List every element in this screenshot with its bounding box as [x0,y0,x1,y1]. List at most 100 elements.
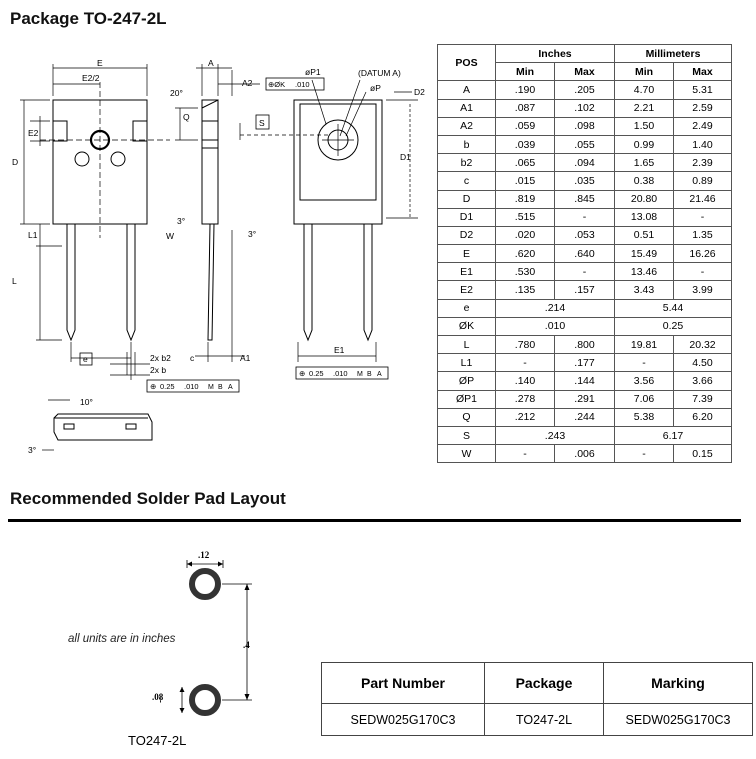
cell-package: TO247-2L [484,703,604,736]
cell-in-max: .102 [554,98,615,118]
solder-dim-width: .12 [198,550,210,560]
cell-pos: e [437,298,496,318]
cell-mm-min: 13.46 [614,262,674,282]
header-part-number: Part Number [321,662,485,704]
label-A: A [208,58,214,68]
label-E: E [97,58,103,68]
part-table-row: SEDW025G170C3 TO247-2L SEDW025G170C3 [321,703,753,736]
cell-mm-max: 6.20 [673,407,732,427]
cell-in-min: .020 [495,225,555,246]
cell-in-min: .140 [495,371,555,391]
cell-part-number: SEDW025G170C3 [321,703,485,736]
cell-mm-min: 1.50 [614,116,674,136]
label-D1: D1 [400,152,411,162]
table-header-row: POS Inches Millimeters [437,43,732,82]
solder-dim-hole-label: .08 [152,692,164,702]
cell-in-value: .214 [495,298,615,318]
cell-in-max: - [554,207,615,227]
label-W: W [166,231,174,241]
cell-mm-max: 0.89 [673,171,732,191]
cell-in-max: .053 [554,225,615,246]
fcf-back-symbol: ⊕ [299,369,305,378]
cell-mm-max: - [673,207,732,227]
table-row: L1-.177-4.50 [437,353,732,373]
cell-in-min: .212 [495,407,555,427]
cell-pos: ØK [437,316,496,337]
cell-in-min: .278 [495,389,555,409]
cell-in-max: .800 [554,334,615,355]
back-view-lead-left [303,224,313,342]
header-millimeters: Millimeters [614,43,732,64]
part-table-header: Part Number Package Marking [321,662,753,704]
cell-mm-max: 2.39 [673,153,732,173]
side-view-body [201,99,219,225]
fcf-top-symbol: ⊕ØK [268,80,285,89]
cell-mm-min: - [614,353,674,373]
front-view-notch-left [52,120,68,142]
cell-in-min: - [495,444,555,464]
cell-mm-min: 0.51 [614,225,674,246]
cell-in-min: .515 [495,207,555,227]
label-A1: A1 [240,353,251,363]
front-view-notch-right [132,120,148,142]
fcf-back-B: B [367,371,372,378]
cell-in-min: .065 [495,153,555,173]
cell-in-max: .035 [554,171,615,191]
cell-in-max: .177 [554,353,615,373]
label-b2: 2x b2 [150,353,171,363]
cell-mm-min: 3.56 [614,371,674,391]
header-inches: Inches [495,43,615,64]
solder-dim-pitch: .4 [243,640,250,650]
table-subheader-row: Min Max Min Max [438,62,732,82]
cell-pos: E1 [437,262,496,282]
header-mm-max: Max [673,62,732,82]
label-E2-half: E2/2 [82,73,100,83]
cell-mm-min: 3.43 [614,280,674,300]
cell-pos: b2 [437,153,496,173]
dimension-table: POS Inches Millimeters Min Max Min Max A… [437,43,732,464]
label-P1: øP1 [305,67,321,77]
cell-in-min: .780 [495,334,555,355]
table-row: W-.006-0.15 [437,444,732,464]
front-view-lead-right [126,224,136,342]
back-view-lead-right [363,224,373,342]
cell-mm-min: 19.81 [614,334,674,355]
cell-mm-max: 4.50 [673,353,732,373]
label-3deg-right: 3° [248,229,256,239]
label-D2: D2 [414,87,425,97]
cell-pos: c [437,171,496,191]
label-c: c [190,353,195,363]
cell-in-min: .087 [495,98,555,118]
label-datum: (DATUM A) [358,68,401,78]
fcf-back-inch: .010 [333,369,348,378]
cell-pos: A2 [437,116,496,136]
cell-mm-max: 7.39 [673,389,732,409]
header-pos: POS [437,43,496,82]
section-divider [8,519,741,522]
fcf-bottom-A: A [228,384,233,391]
label-10deg: 10° [80,397,93,407]
back-view-tab [299,103,377,201]
cell-mm-min: 2.21 [614,98,674,118]
solder-caption: TO247-2L [128,733,187,748]
header-in-max: Max [554,62,615,82]
label-A2: A2 [242,78,253,88]
cell-mm-max: 1.40 [673,134,732,155]
label-E2: E2 [28,128,39,138]
solder-section-title: Recommended Solder Pad Layout [10,489,286,508]
cell-mm-min: 15.49 [614,244,674,264]
cell-mm-max: - [673,262,732,282]
cell-in-max: .055 [554,134,615,155]
cell-mm-min: 5.38 [614,407,674,427]
package-drawing: E E2/2 E2 D L1 L A A2 20° Q 3° W 3° S øP… [12,58,425,455]
cell-in-min: .620 [495,244,555,264]
header-package: Package [484,662,604,704]
front-view-lead-left [66,224,76,342]
back-view-pad-circle [317,119,359,161]
cell-pos: D1 [437,207,496,227]
label-b: 2x b [150,365,166,375]
header-mm-min: Min [614,62,674,82]
cell-pos: b [437,134,496,155]
